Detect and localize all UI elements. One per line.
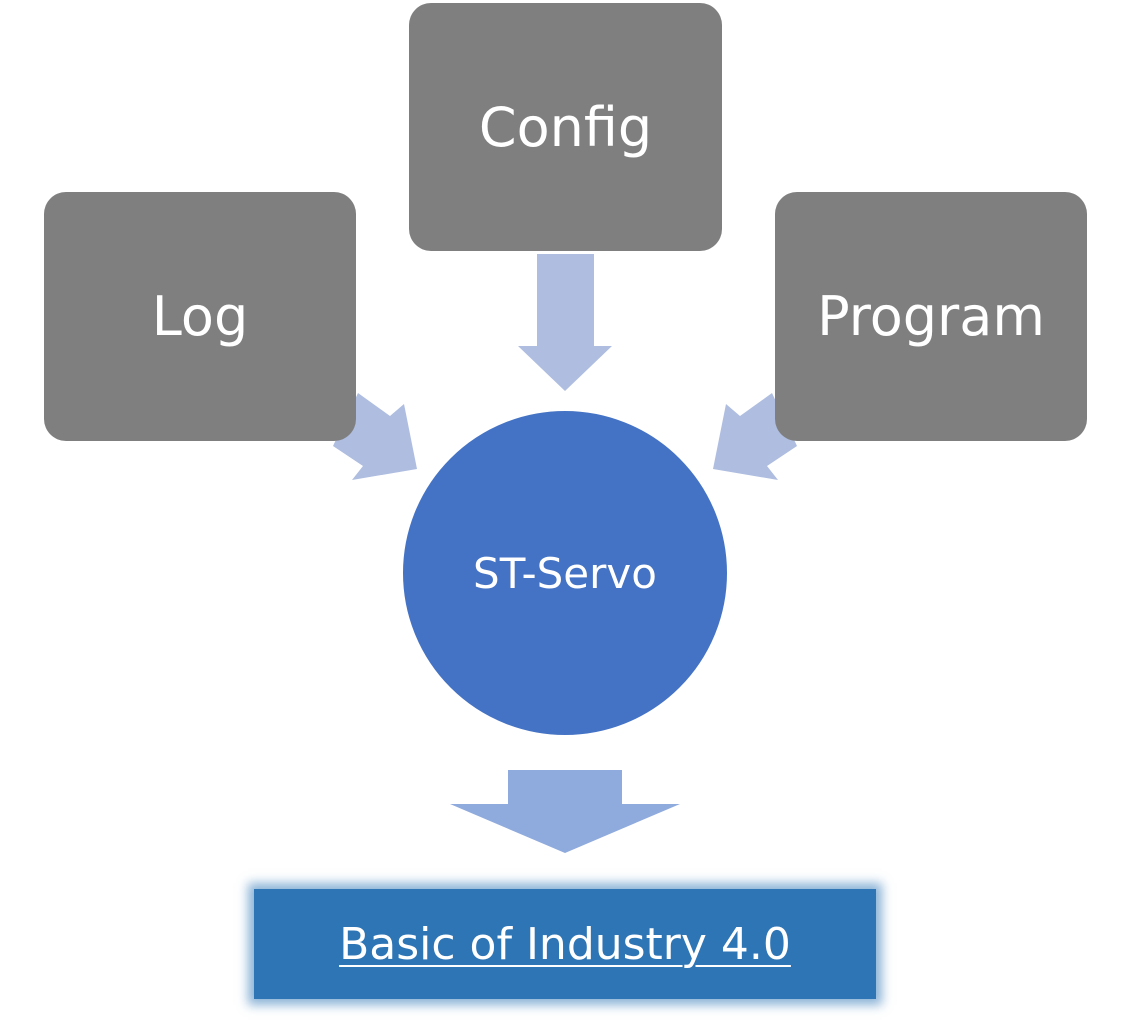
program-node: Program xyxy=(775,192,1087,441)
config-node: Config xyxy=(409,3,722,251)
arrow-config-to-center xyxy=(518,254,612,391)
log-label: Log xyxy=(151,285,249,348)
program-label: Program xyxy=(817,285,1045,348)
log-node: Log xyxy=(44,192,356,441)
st-servo-node: ST-Servo xyxy=(401,409,729,737)
result-node[interactable]: Basic of Industry 4.0 xyxy=(254,889,876,999)
st-servo-label: ST-Servo xyxy=(473,548,657,598)
result-link[interactable]: Basic of Industry 4.0 xyxy=(339,918,791,970)
arrow-center-to-result xyxy=(450,770,680,853)
config-label: Config xyxy=(478,95,653,159)
